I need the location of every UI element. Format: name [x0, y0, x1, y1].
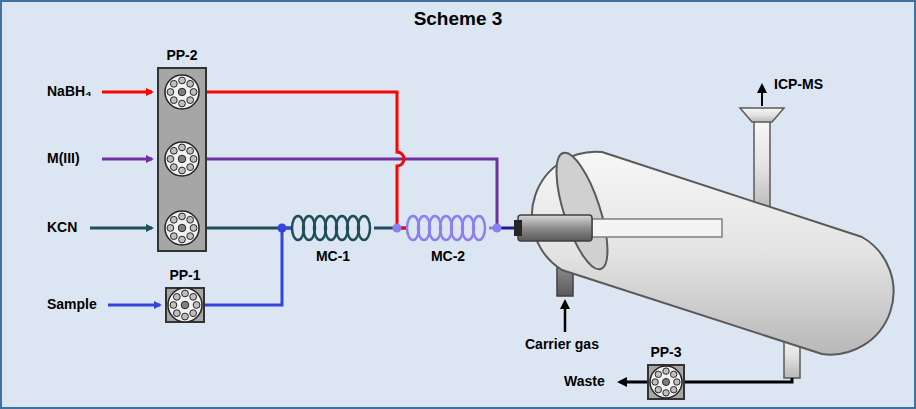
instrument-label: ICP-MS	[774, 76, 823, 93]
peristaltic-pump: PP-3	[647, 364, 685, 400]
junction-dot	[493, 224, 502, 233]
gas-label: Carrier gas	[525, 336, 599, 353]
waste-label: Waste	[564, 373, 605, 390]
scheme-title: Scheme 3	[2, 8, 914, 31]
junction-dot	[278, 224, 287, 233]
coil-drawing	[292, 214, 374, 242]
pump-label: PP-1	[169, 267, 200, 284]
reagent-label: KCN	[47, 219, 77, 236]
pump-drawing	[647, 364, 685, 400]
coil-label: MC-1	[316, 248, 350, 265]
pump-label: PP-3	[650, 344, 681, 361]
pump-label: PP-2	[166, 47, 197, 64]
junction-dot	[393, 224, 402, 233]
sample-label: Sample	[47, 296, 97, 313]
peristaltic-pump: PP-2	[157, 67, 207, 252]
pump-drawing	[157, 67, 207, 252]
mixing-coil: MC-1	[292, 214, 374, 242]
reagent-label: NaBH₄	[47, 83, 92, 100]
mixing-coil: MC-2	[407, 214, 489, 242]
tubing-line	[205, 228, 292, 305]
pump-drawing	[165, 287, 205, 323]
coil-drawing	[407, 214, 489, 242]
reagent-label: M(III)	[47, 150, 80, 167]
coil-label: MC-2	[431, 248, 465, 265]
peristaltic-pump: PP-1	[165, 287, 205, 323]
tubing-line	[207, 92, 407, 228]
